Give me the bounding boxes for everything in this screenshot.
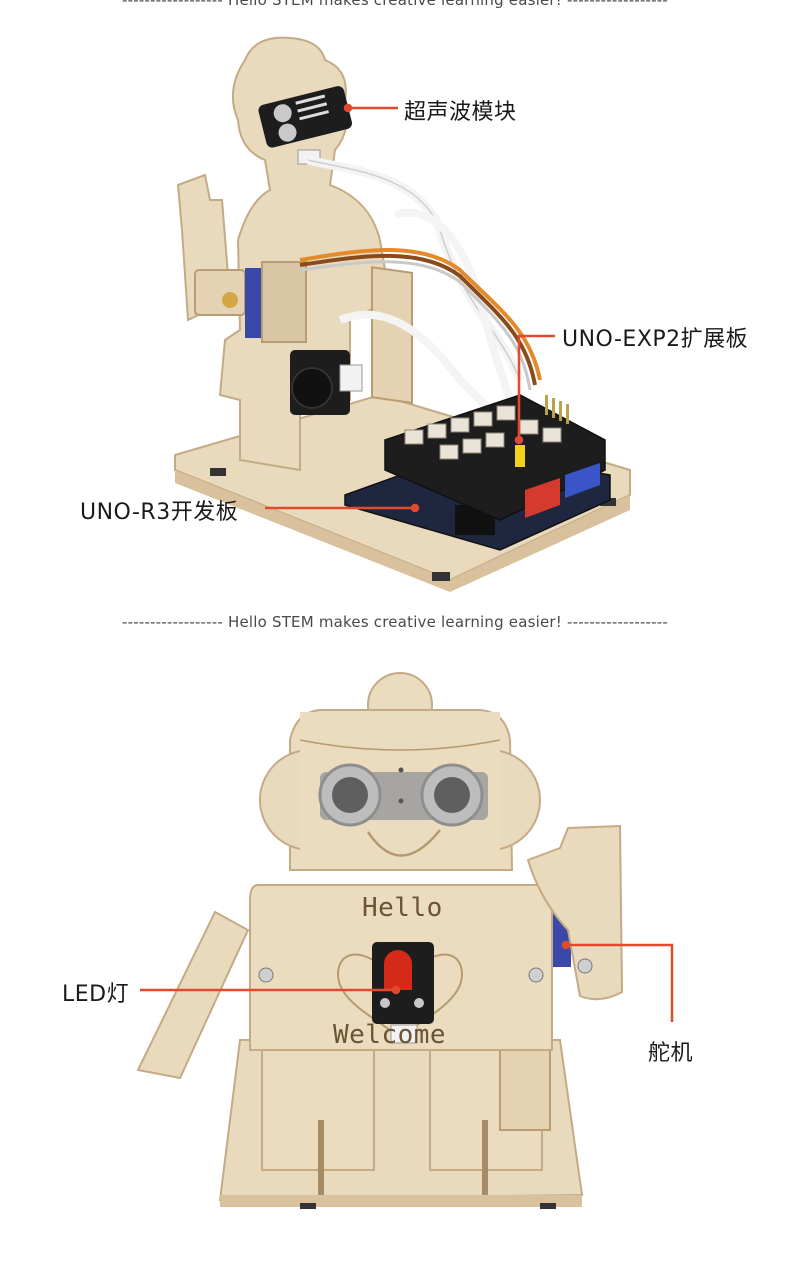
slogan-banner-top: ------------------ Hello STEM makes crea… (121, 0, 669, 9)
callout-ultrasonic-module: 超声波模块 (404, 100, 517, 125)
robot-front-view-photo (136, 672, 674, 1209)
engraving-hello: Hello (362, 893, 443, 923)
callout-servo: 舵机 (648, 1041, 694, 1066)
callout-led: LED灯 (62, 982, 130, 1007)
engraving-welcome: Welcome (333, 1020, 447, 1050)
callout-uno-r3-board: UNO-R3开发板 (80, 500, 239, 525)
callout-lines-bottom (140, 940, 674, 1022)
robot-side-view-photo (174, 36, 631, 592)
slogan-banner-middle: ------------------ Hello STEM makes crea… (121, 613, 669, 631)
callout-lines-top (265, 103, 555, 513)
callout-uno-exp2-board: UNO-EXP2扩展板 (562, 327, 749, 352)
